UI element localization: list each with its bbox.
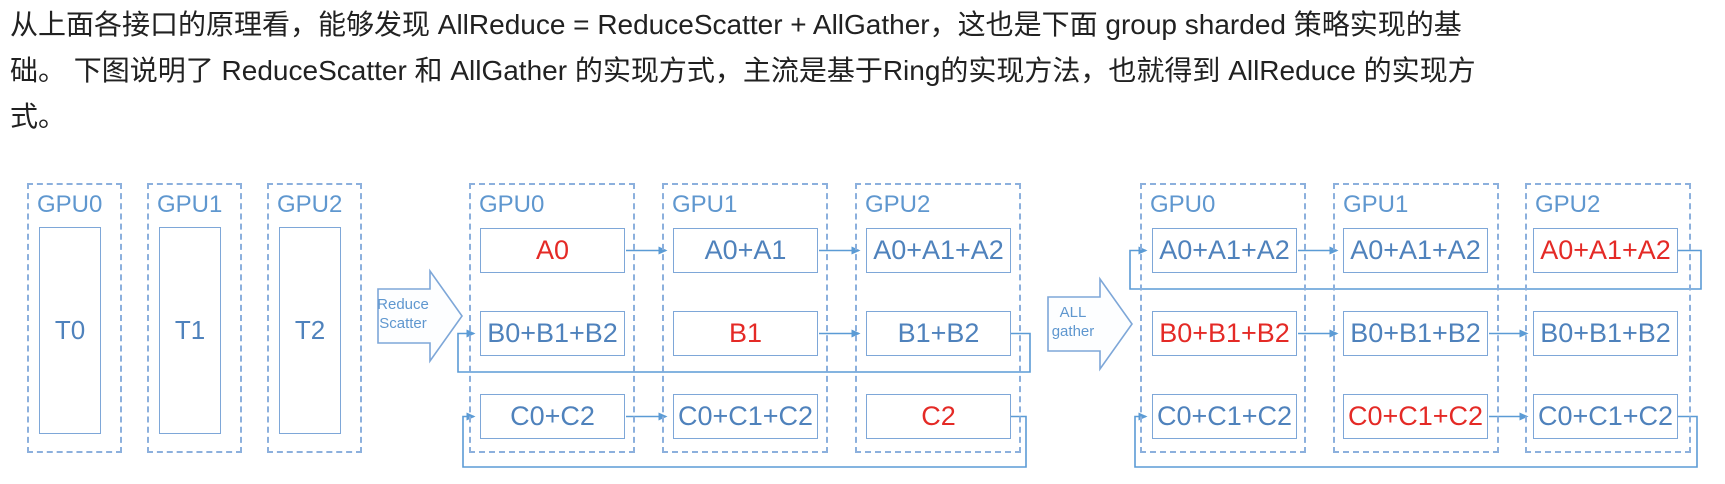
gpu-label: GPU1 (157, 191, 223, 218)
tensor-box-t2: T2 (279, 227, 341, 434)
tensor-cell: A0 (480, 228, 625, 273)
tensor-cell: A0+A1+A2 (1343, 228, 1488, 273)
gpu-label: GPU1 (1343, 191, 1409, 218)
tensor-cell: B0+B1+B2 (1152, 311, 1297, 356)
gpu-box-rs-0 (469, 183, 635, 453)
gpu-label: GPU2 (1535, 191, 1601, 218)
gpu-box-initial-1 (147, 183, 242, 453)
tensor-cell: B1+B2 (866, 311, 1011, 356)
tensor-cell: C0+C2 (480, 394, 625, 439)
tensor-cell: A0+A1+A2 (1533, 228, 1678, 273)
intro-paragraph: 从上面各接口的原理看，能够发现 AllReduce = ReduceScatte… (10, 2, 1476, 140)
tensor-box-t0: T0 (39, 227, 101, 434)
tensor-cell: B0+B1+B2 (480, 311, 625, 356)
gpu-box-ag-2 (1525, 183, 1691, 453)
paragraph-line-3: 式。 (10, 101, 67, 132)
gpu-label: GPU0 (37, 191, 103, 218)
tensor-cell: A0+A1+A2 (1152, 228, 1297, 273)
tensor-cell: C0+C1+C2 (673, 394, 818, 439)
tensor-cell: C0+C1+C2 (1533, 394, 1678, 439)
gpu-label: GPU1 (672, 191, 738, 218)
all-gather-arrow-label: ALL gather (1051, 304, 1095, 340)
tensor-cell: C0+C1+C2 (1343, 394, 1488, 439)
gpu-box-ag-0 (1140, 183, 1306, 453)
tensor-cell: A0+A1 (673, 228, 818, 273)
gpu-box-rs-2 (855, 183, 1021, 453)
tensor-cell: B1 (673, 311, 818, 356)
tensor-cell: C0+C1+C2 (1152, 394, 1297, 439)
gpu-box-initial-0 (27, 183, 122, 453)
gpu-label: GPU0 (1150, 191, 1216, 218)
tensor-cell: A0+A1+A2 (866, 228, 1011, 273)
tensor-cell: C2 (866, 394, 1011, 439)
gpu-label: GPU2 (865, 191, 931, 218)
reduce-scatter-arrow-label: Reduce Scatter (377, 296, 429, 332)
tensor-cell: B0+B1+B2 (1533, 311, 1678, 356)
tensor-cell: B0+B1+B2 (1343, 311, 1488, 356)
tensor-box-t1: T1 (159, 227, 221, 434)
paragraph-line-2: 础。 下图说明了 ReduceScatter 和 AllGather 的实现方式… (10, 55, 1476, 86)
gpu-label: GPU2 (277, 191, 343, 218)
gpu-box-ag-1 (1333, 183, 1499, 453)
gpu-label: GPU0 (479, 191, 545, 218)
gpu-box-rs-1 (662, 183, 828, 453)
gpu-box-initial-2 (267, 183, 362, 453)
paragraph-line-1: 从上面各接口的原理看，能够发现 AllReduce = ReduceScatte… (10, 9, 1462, 40)
